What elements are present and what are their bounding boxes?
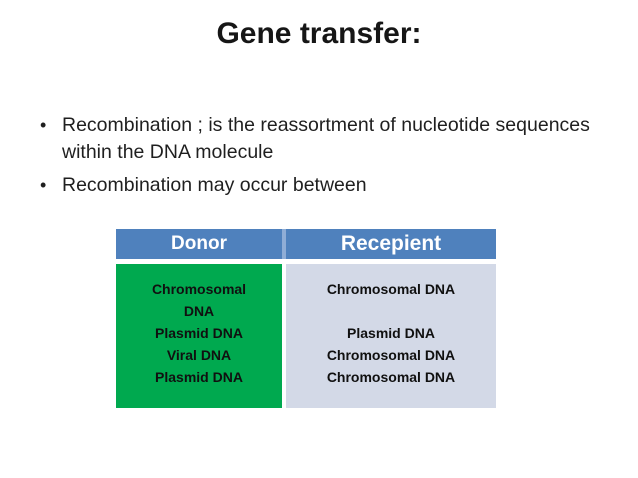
bullet-marker-icon: • xyxy=(40,115,47,135)
donor-line: DNA xyxy=(183,303,215,319)
recipient-line: Chromosomal DNA xyxy=(326,281,456,297)
recipient-line xyxy=(286,300,496,322)
donor-cell: Chromosomal DNA Plasmid DNA Viral DNA Pl… xyxy=(116,264,282,408)
bullet-text-line: Recombination ; is the reassortment of n… xyxy=(62,114,590,136)
bullet-list: • Recombination ; is the reassortment of… xyxy=(40,112,606,205)
table-header-recipient: Recepient xyxy=(286,229,496,259)
table-row-gap xyxy=(116,259,282,264)
bullet-text: Recombination ; is the reassortment of n… xyxy=(62,112,606,166)
bullet-marker-icon: • xyxy=(40,175,47,195)
bullet-text-line: Recombination may occur between xyxy=(62,174,367,196)
donor-line: Chromosomal xyxy=(151,281,247,297)
table-column-divider xyxy=(282,264,286,408)
table-header-divider xyxy=(282,229,286,259)
recipient-line: Chromosomal DNA xyxy=(326,369,456,385)
bullet-item: • Recombination ; is the reassortment of… xyxy=(40,112,606,166)
recipient-line: Chromosomal DNA xyxy=(326,347,456,363)
recipient-line: Plasmid DNA xyxy=(347,325,435,341)
table-row-gap xyxy=(282,259,286,264)
donor-recipient-table: Donor Recepient Chromosomal DNA Plasmid … xyxy=(116,229,496,408)
table-header-donor: Donor xyxy=(116,229,282,259)
table-row-gap xyxy=(286,259,496,264)
donor-line: Viral DNA xyxy=(166,347,232,363)
slide-title: Gene transfer: xyxy=(216,17,422,50)
bullet-text-line: within the DNA molecule xyxy=(62,141,274,163)
donor-line: Plasmid DNA xyxy=(155,325,243,341)
donor-line: Plasmid DNA xyxy=(155,369,243,385)
bullet-item: • Recombination may occur between xyxy=(40,172,606,199)
bullet-text: Recombination may occur between xyxy=(62,172,606,199)
recipient-cell: Chromosomal DNA Plasmid DNA Chromosomal … xyxy=(286,264,496,408)
